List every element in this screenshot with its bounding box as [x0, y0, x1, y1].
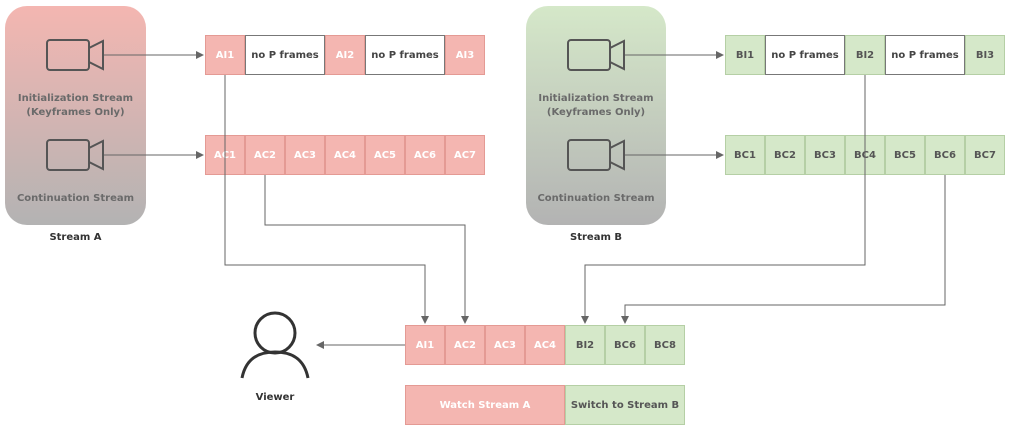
stream-b-cont-frame: BC7 [965, 135, 1005, 175]
output-frame: AC3 [485, 325, 525, 365]
stream-a-cont-frame: AC3 [285, 135, 325, 175]
stream-b-name: Stream B [570, 232, 622, 243]
output-frame: AC4 [525, 325, 565, 365]
stream-a-cont-label: Continuation Stream [16, 193, 135, 204]
stream-b-cont-label: Continuation Stream [537, 193, 655, 204]
person-icon [240, 311, 310, 379]
video-camera-icon [46, 39, 104, 71]
stream-a-init-frame: AI1 [205, 35, 245, 75]
stream-a-cont-frame: AC6 [405, 135, 445, 175]
output-frame: BC6 [605, 325, 645, 365]
viewer-label: Viewer [255, 392, 295, 403]
stream-a-cont-frame: AC5 [365, 135, 405, 175]
output-frame: BC8 [645, 325, 685, 365]
stream-b-init-frame: BI1 [725, 35, 765, 75]
connector-bi2 [581, 75, 866, 324]
video-camera-icon [46, 139, 104, 171]
legend-watch-stream-a: Watch Stream A [405, 385, 565, 425]
stream-b-panel: Initialization Stream (Keyframes Only) C… [526, 6, 666, 225]
stream-b-cont-frame: BC6 [925, 135, 965, 175]
connector-ai1 [224, 75, 429, 324]
stream-a-cont-frame: AC4 [325, 135, 365, 175]
stream-a-cont-frame: AC2 [245, 135, 285, 175]
video-camera-icon [567, 39, 625, 71]
stream-b-cont-frame: BC1 [725, 135, 765, 175]
stream-a-init-frame: AI2 [325, 35, 365, 75]
connector-bc6 [621, 175, 946, 324]
stream-a-init-label-line2: (Keyframes Only) [26, 107, 125, 118]
stream-b-init-frame: BI2 [845, 35, 885, 75]
legend-switch-stream-b: Switch to Stream B [565, 385, 685, 425]
stream-a-init-frame: AI3 [445, 35, 485, 75]
stream-a-cont-frame: AC7 [445, 135, 485, 175]
stream-b-cont-frame: BC3 [805, 135, 845, 175]
stream-b-init-frame: no P frames [885, 35, 965, 75]
stream-a-init-label-line1: Initialization Stream [17, 93, 134, 104]
output-frame: BI2 [565, 325, 605, 365]
stream-a-name: Stream A [49, 232, 102, 243]
connector-ac2 [264, 175, 469, 324]
stream-b-init-frame: no P frames [765, 35, 845, 75]
video-camera-icon [567, 139, 625, 171]
stream-b-init-frame: BI3 [965, 35, 1005, 75]
output-frame: AI1 [405, 325, 445, 365]
output-frame: AC2 [445, 325, 485, 365]
stream-b-cont-frame: BC5 [885, 135, 925, 175]
stream-b-init-label-line2: (Keyframes Only) [546, 107, 646, 118]
stream-a-init-frame: no P frames [245, 35, 325, 75]
stream-b-cont-frame: BC2 [765, 135, 805, 175]
stream-a-init-frame: no P frames [365, 35, 445, 75]
stream-b-init-label-line1: Initialization Stream [538, 93, 654, 104]
stream-a-panel: Initialization Stream (Keyframes Only) C… [5, 6, 146, 225]
